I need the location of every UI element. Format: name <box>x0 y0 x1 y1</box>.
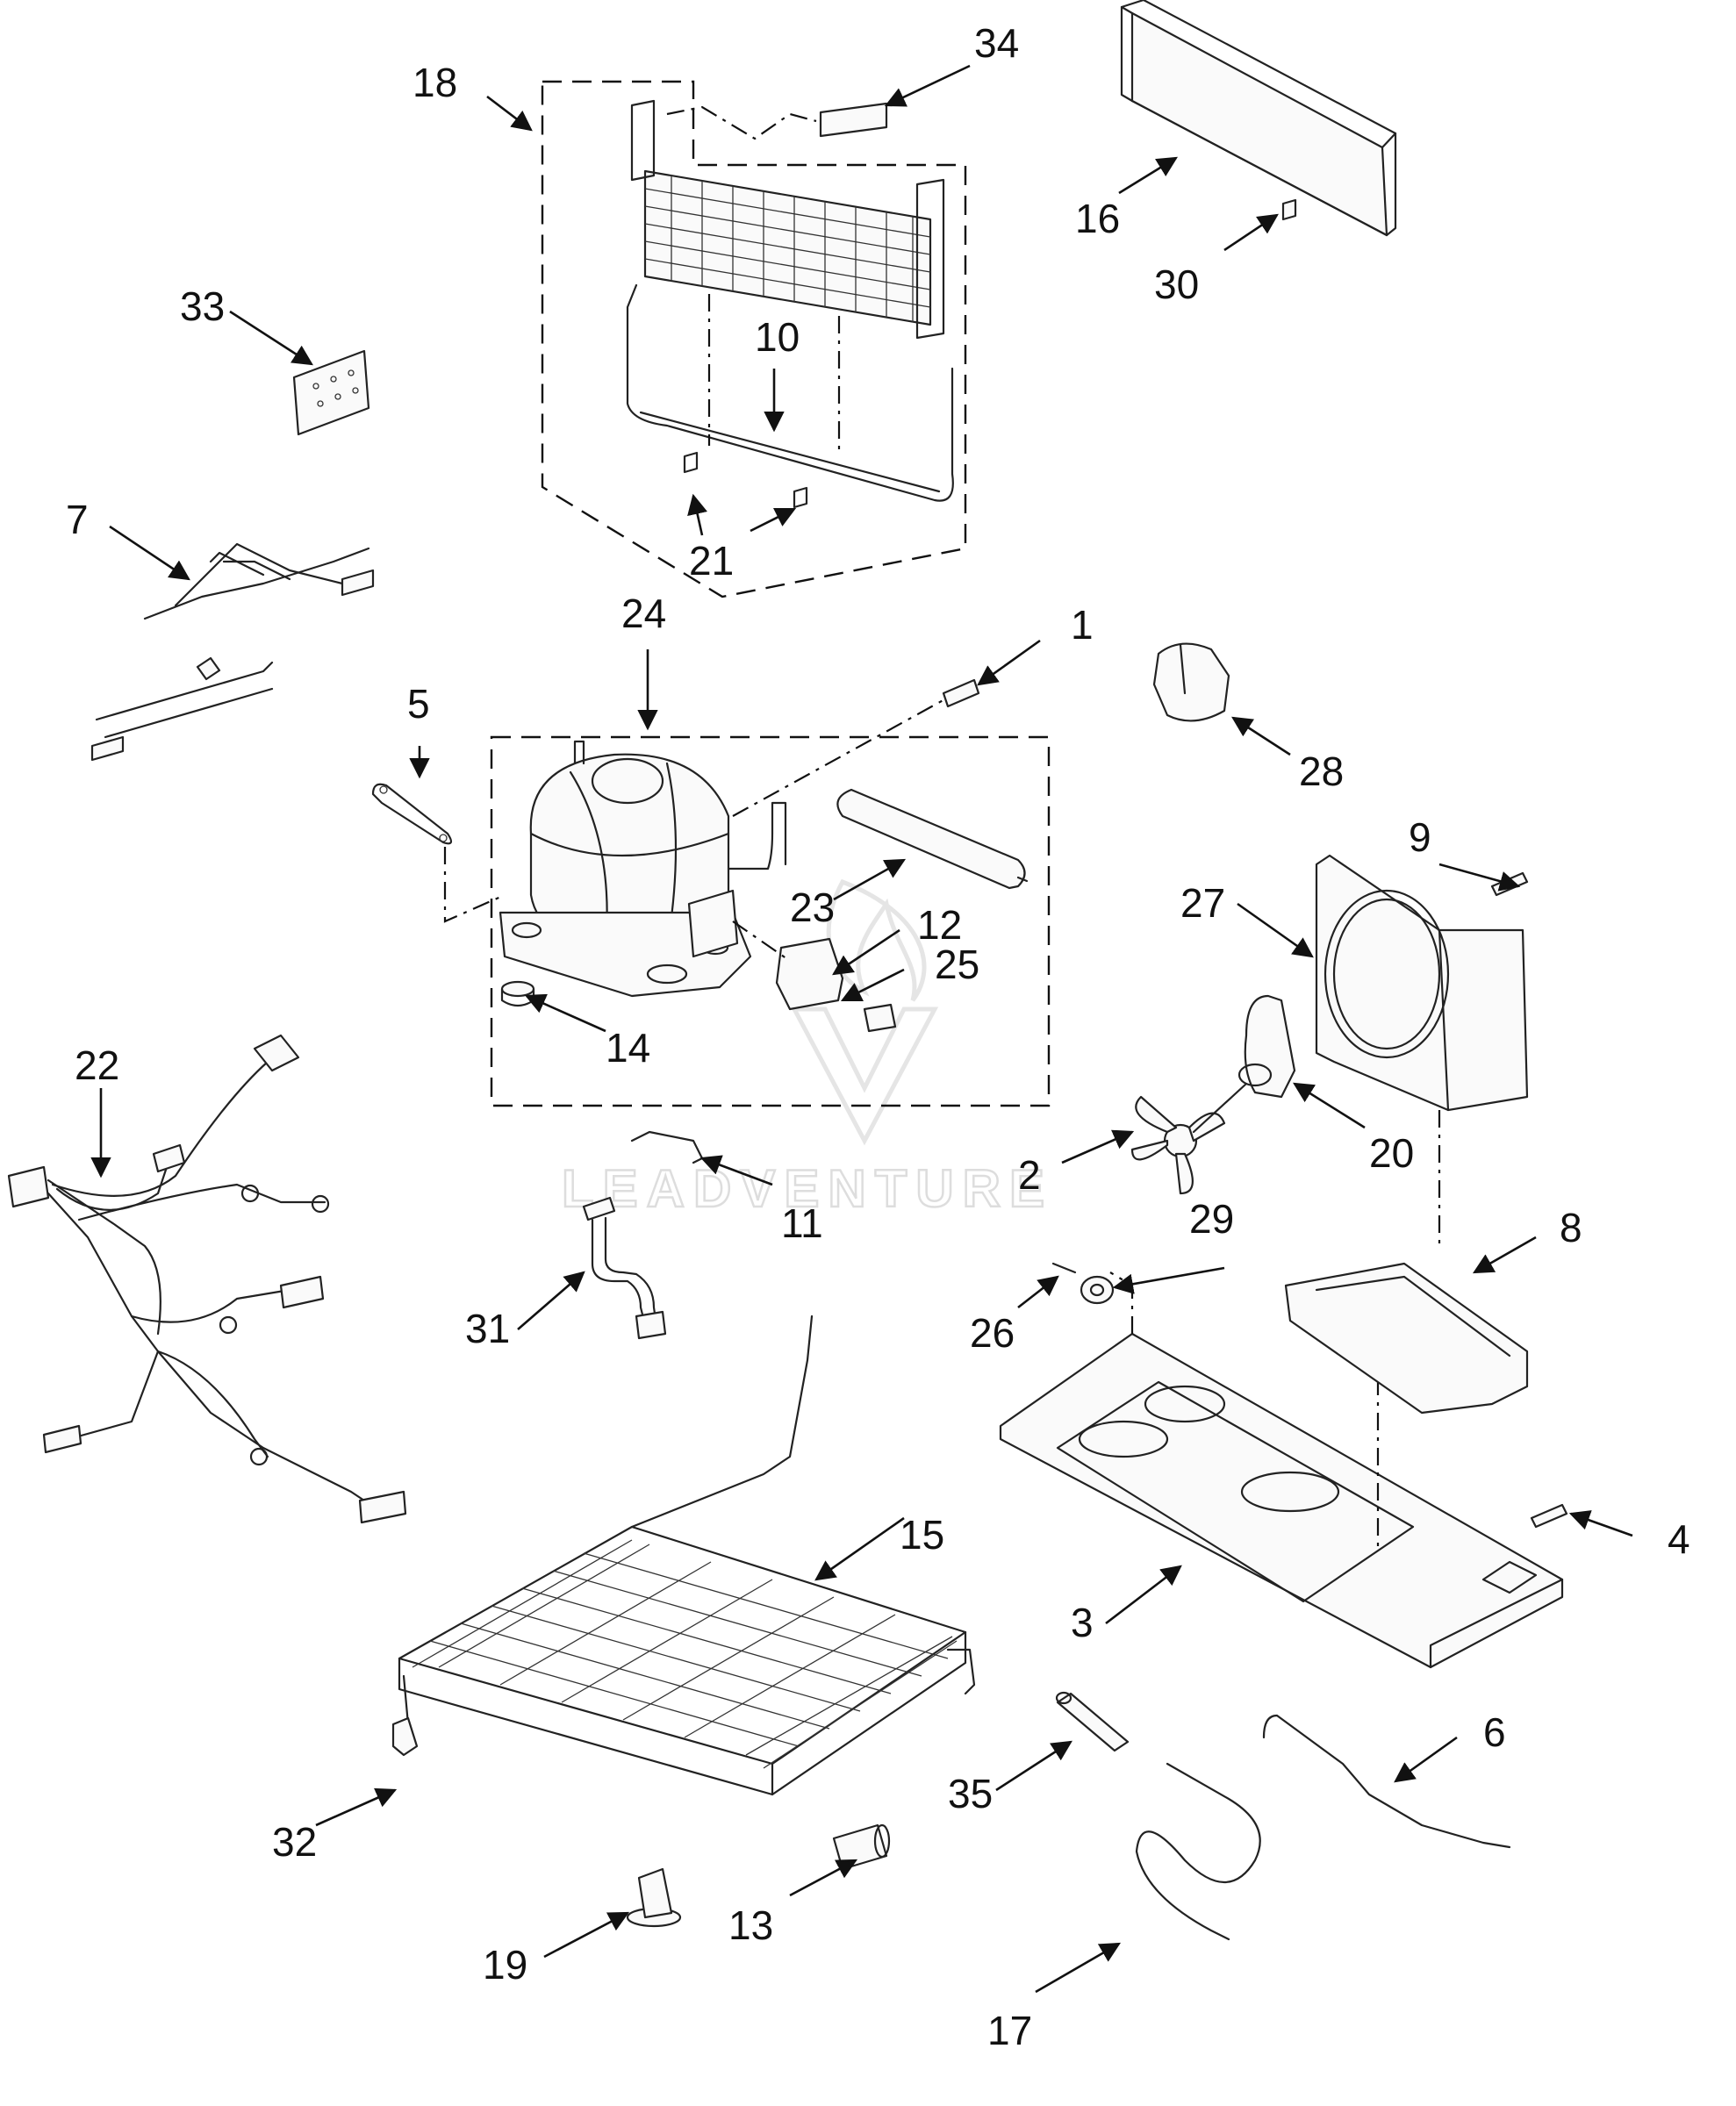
part-5-guide-line <box>443 847 506 923</box>
callout-33: 33 <box>180 283 225 329</box>
part-6-tube[interactable] <box>1262 1714 1511 1849</box>
callout-4: 4 <box>1668 1516 1690 1562</box>
part-31-drain-tube[interactable] <box>582 1196 667 1340</box>
watermark-text: LEADVENTURE <box>562 1159 1053 1218</box>
callout-26: 26 <box>970 1310 1015 1356</box>
leader-arrows <box>90 64 1633 1994</box>
callout-27: 27 <box>1180 880 1225 926</box>
callout-2: 2 <box>1018 1152 1041 1198</box>
callout-5: 5 <box>407 681 430 727</box>
part-20-fan-motor[interactable] <box>1237 994 1296 1099</box>
part-22-wire-harness[interactable] <box>7 1034 407 1524</box>
part-19-valve[interactable] <box>626 1867 682 1928</box>
callout-35: 35 <box>948 1771 993 1816</box>
callout-13: 13 <box>728 1902 773 1948</box>
part-13-sleeve[interactable] <box>832 1823 891 1871</box>
callout-24: 24 <box>621 591 666 636</box>
part-30-clip[interactable] <box>1281 198 1297 221</box>
part-15-condenser[interactable] <box>398 1314 976 1796</box>
part-35-tube[interactable] <box>1055 1691 1130 1752</box>
callout-21: 21 <box>689 538 734 584</box>
callout-20: 20 <box>1369 1130 1414 1176</box>
part-7-wire-harness[interactable] <box>90 542 375 762</box>
callout-3: 3 <box>1071 1600 1094 1645</box>
callout-29: 29 <box>1189 1196 1234 1242</box>
part-3-guide-line <box>1109 1271 1134 1334</box>
callout-31: 31 <box>465 1306 510 1351</box>
part-33-control-board[interactable] <box>292 349 370 436</box>
part-8-fan-bracket[interactable] <box>1284 1262 1529 1415</box>
callout-25: 25 <box>935 942 979 987</box>
callout-30: 30 <box>1154 261 1199 307</box>
callout-11: 11 <box>781 1200 823 1246</box>
compressor-assembly-box <box>490 735 1051 1107</box>
callout-17: 17 <box>987 2008 1032 2053</box>
callout-34: 34 <box>974 20 1019 66</box>
callout-6: 6 <box>1483 1709 1506 1755</box>
part-26-pin[interactable] <box>1051 1262 1077 1274</box>
part-5-strap[interactable] <box>371 783 453 845</box>
part-14-grommet[interactable] <box>500 980 535 1007</box>
part-24-compressor[interactable] <box>499 740 787 998</box>
part-11-wire-clip[interactable] <box>630 1130 704 1164</box>
callout-8: 8 <box>1560 1205 1582 1250</box>
fan-shaft-line <box>1192 1082 1248 1134</box>
callout-7: 7 <box>66 497 89 542</box>
callout-23: 23 <box>790 885 835 930</box>
callout-12: 12 <box>917 902 962 948</box>
part-4-screw[interactable] <box>1530 1503 1568 1529</box>
part-27-fan-shroud[interactable] <box>1315 854 1529 1112</box>
part-28-clip[interactable] <box>1152 642 1230 722</box>
callout-9: 9 <box>1409 814 1431 860</box>
part-32-clip[interactable] <box>391 1716 419 1757</box>
part-16-duct-housing[interactable] <box>1120 0 1397 237</box>
callout-14: 14 <box>606 1025 650 1071</box>
callout-16: 16 <box>1075 196 1120 241</box>
evaporator-assembly-group[interactable] <box>541 80 967 598</box>
part-12-guide-line <box>732 920 791 962</box>
part-29-grommet[interactable] <box>1080 1275 1115 1305</box>
evaporator-coil <box>626 99 954 509</box>
callout-22: 22 <box>75 1042 119 1088</box>
callout-labels: 1 2 3 4 5 6 7 8 9 10 11 12 13 14 15 16 1… <box>66 20 1690 2053</box>
part-12-relay[interactable] <box>775 937 844 1011</box>
part-2-fan-blade[interactable] <box>1130 1095 1226 1195</box>
callout-18: 18 <box>412 60 457 105</box>
callout-32: 32 <box>272 1819 317 1865</box>
part-17-hose[interactable] <box>1135 1762 1261 1941</box>
callout-19: 19 <box>483 1942 527 1988</box>
part-23-drier[interactable] <box>836 788 1029 890</box>
callout-1: 1 <box>1071 602 1094 648</box>
part-34-plate[interactable] <box>819 102 888 138</box>
part-25-cap[interactable] <box>863 1003 897 1033</box>
part-34-guide-line <box>666 105 817 140</box>
callout-15: 15 <box>900 1512 944 1558</box>
callout-28: 28 <box>1299 749 1344 794</box>
callout-10: 10 <box>755 314 800 360</box>
part-1-screw[interactable] <box>942 678 980 708</box>
compressor-guide-line <box>732 697 949 817</box>
